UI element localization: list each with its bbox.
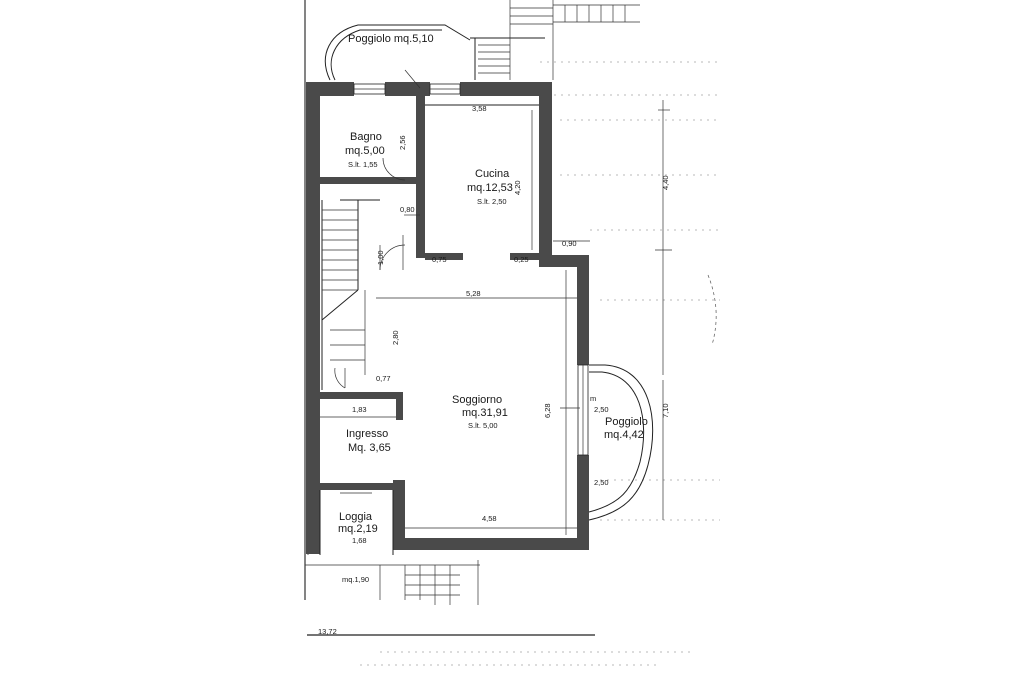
label-soggiorno-area: mq.31,91	[462, 407, 508, 419]
dim-window-m: m	[590, 394, 596, 403]
dim-soggiorno-bottom: 4,58	[482, 514, 497, 523]
label-loggia-name: Loggia	[339, 511, 373, 523]
dimension-labels: 3,58 2,56 4,20 1,00 0,80 0,75 0,25 0,90 …	[318, 104, 670, 636]
dim-bagno-v: 2,56	[398, 135, 407, 150]
dim-soggiorno-v-left: 2,80	[391, 330, 400, 345]
label-loggia-area: mq.2,19	[338, 523, 378, 535]
dim-cucina-top: 3,58	[472, 104, 487, 113]
dim-passage-v: 1,00	[376, 250, 385, 265]
top-balcony	[324, 24, 545, 81]
dim-total-length: 13,72	[318, 627, 337, 636]
label-bagno-area: mq.5,00	[345, 145, 385, 157]
dim-ingresso-stub: 0,77	[376, 374, 391, 383]
left-staircase	[321, 199, 380, 390]
dim-cucina-left-stub: 0,75	[432, 255, 447, 264]
dim-poggiolo-v: 7,10	[661, 403, 670, 418]
windows	[353, 83, 589, 456]
label-cucina-name: Cucina	[475, 168, 510, 180]
label-loggia-dim: 1,68	[352, 536, 367, 545]
dim-soggiorno-width: 5,28	[466, 289, 481, 298]
room-labels: Poggiolo mq.5,10 Bagno mq.5,00 S.lt. 1,5…	[338, 33, 648, 584]
dim-right-offset: 0,90	[562, 239, 577, 248]
label-cucina-area: mq.12,53	[467, 182, 513, 194]
interior-walls	[320, 96, 540, 490]
doors	[334, 69, 421, 494]
label-poggiolo-right-name: Poggiolo	[605, 416, 648, 428]
label-soggiorno-height: S.lt. 5,00	[468, 421, 498, 430]
label-poggiolo-right-area: mq.4,42	[604, 429, 644, 441]
label-soggiorno-name: Soggiorno	[452, 394, 502, 406]
dim-window-h-top: 2,50	[594, 405, 609, 414]
scan-noise	[360, 61, 720, 666]
dim-cucina-right-stub: 0,25	[514, 255, 529, 264]
label-bagno-height: S.lt. 1,55	[348, 160, 378, 169]
right-balcony	[588, 364, 654, 521]
label-cucina-height: S.lt. 2,50	[477, 197, 507, 206]
label-bagno-name: Bagno	[350, 131, 382, 143]
label-ingresso-area: Mq. 3,65	[348, 442, 391, 454]
bottom-loggia-stairs	[305, 490, 595, 636]
label-ingresso-name: Ingresso	[346, 428, 388, 440]
top-stairs	[478, 0, 640, 80]
dim-ingresso-width: 1,83	[352, 405, 367, 414]
dim-soggiorno-v-right: 6,28	[543, 403, 552, 418]
dim-window-h-bottom: 2,50	[594, 478, 609, 487]
dim-cucina-v: 4,20	[513, 180, 522, 195]
label-poggiolo-top: Poggiolo mq.5,10	[348, 33, 434, 45]
exterior-walls	[306, 82, 589, 554]
dim-overall-right: 4,40	[661, 175, 670, 190]
dim-passage-h: 0,80	[400, 205, 415, 214]
dimension-lines	[320, 100, 717, 535]
label-bottom-area: mq.1,90	[342, 575, 369, 584]
